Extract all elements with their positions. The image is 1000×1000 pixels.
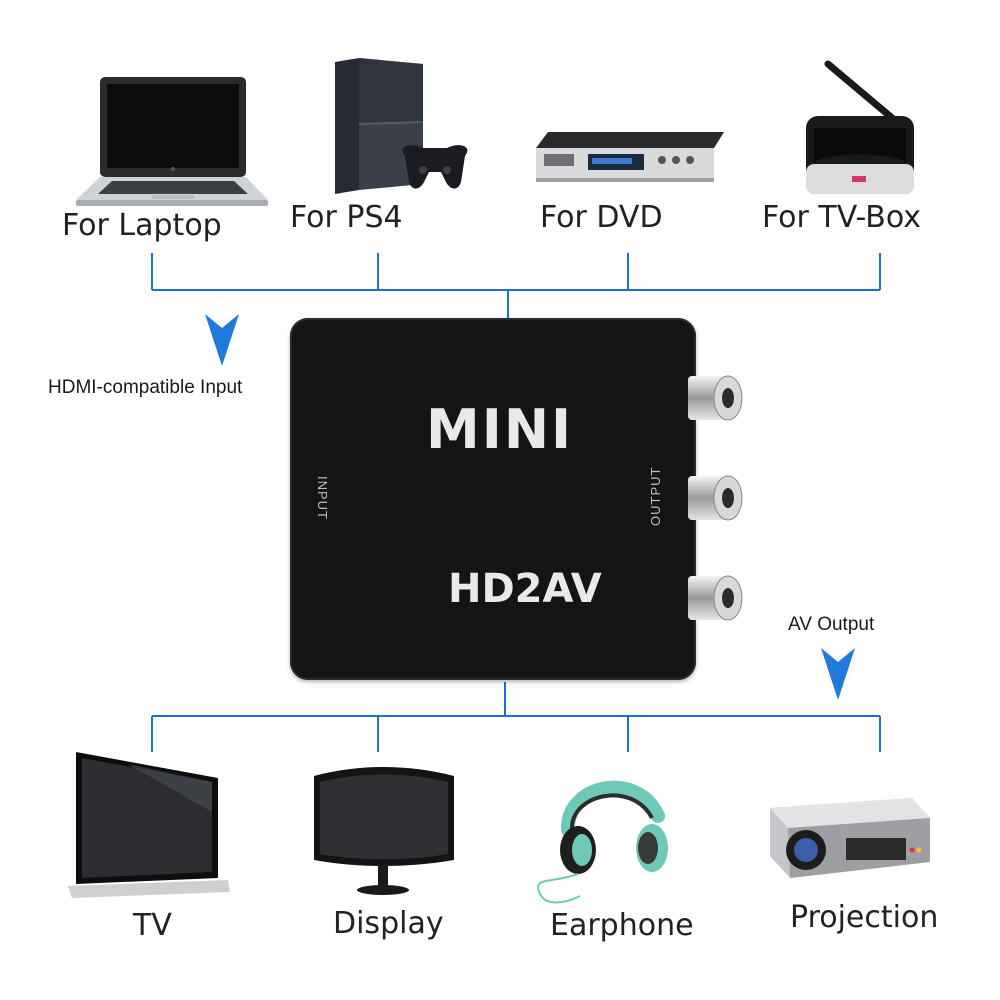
rca-jack-3 bbox=[688, 575, 743, 621]
tv-icon bbox=[68, 752, 230, 898]
hd2av-converter bbox=[290, 318, 696, 680]
input-arrow bbox=[205, 314, 239, 366]
input-caption: HDMI-compatible Input bbox=[48, 377, 243, 398]
projector-icon bbox=[770, 798, 930, 878]
display-icon bbox=[314, 767, 454, 895]
rca-jack-2 bbox=[688, 475, 743, 521]
output-arrow bbox=[821, 648, 855, 700]
tv-box-icon bbox=[806, 60, 914, 194]
output-caption: AV Output bbox=[788, 614, 875, 635]
output-port-label: OUTPUT bbox=[648, 466, 663, 526]
output-label-tv: TV bbox=[133, 908, 172, 943]
rca-jacks bbox=[688, 375, 743, 621]
source-label-ps4: For PS4 bbox=[290, 200, 403, 235]
device-brand: MINI bbox=[426, 398, 574, 461]
dvd-player-icon bbox=[536, 132, 724, 182]
source-label-dvd: For DVD bbox=[540, 200, 663, 235]
output-label-earphone: Earphone bbox=[550, 908, 694, 943]
device-model: HD2AV bbox=[448, 566, 602, 612]
input-port-label: INPUT bbox=[315, 476, 330, 520]
earphone-icon bbox=[537, 780, 668, 904]
source-label-laptop: For Laptop bbox=[62, 208, 222, 243]
output-label-projection: Projection bbox=[790, 900, 939, 935]
rca-jack-1 bbox=[688, 375, 743, 421]
source-label-tv-box: For TV-Box bbox=[762, 200, 922, 235]
output-label-display: Display bbox=[333, 906, 444, 941]
ps4-console-icon bbox=[335, 58, 468, 194]
laptop-icon bbox=[76, 77, 268, 206]
